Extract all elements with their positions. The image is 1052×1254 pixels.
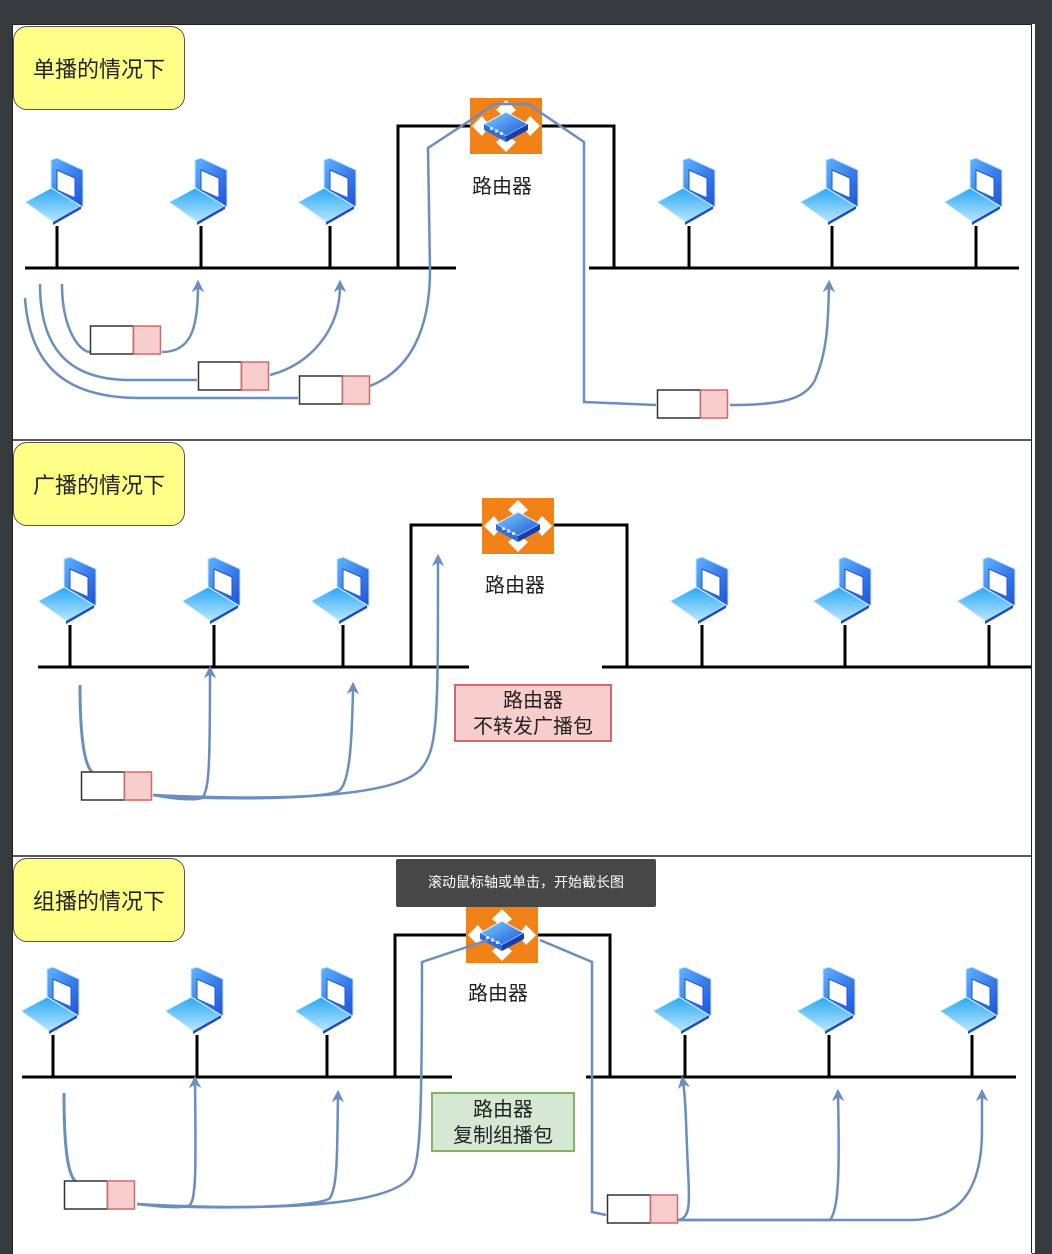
laptop-icon <box>310 556 370 625</box>
flow-line <box>678 1088 845 1222</box>
flow-line <box>38 283 197 382</box>
note-router-no-broadcast: 路由器 不转发广播包 <box>454 684 612 742</box>
packet-icon <box>63 1180 136 1210</box>
laptop-icon <box>294 966 354 1035</box>
flow-line <box>729 279 836 407</box>
laptop-icon <box>652 966 712 1035</box>
laptop-icon <box>168 157 228 226</box>
note-line-2: 不转发广播包 <box>473 714 593 738</box>
canvas-right-edge <box>1031 24 1035 1253</box>
flow-line <box>136 938 489 1209</box>
note-line-2: 复制组播包 <box>453 1123 553 1147</box>
flow-line <box>62 1092 78 1184</box>
section-title-multicast: 组播的情况下 <box>13 858 185 942</box>
laptop-icon <box>20 966 80 1035</box>
flow-line <box>23 297 298 400</box>
flow-line <box>152 681 360 800</box>
flow-line <box>677 1075 691 1222</box>
laptop-icon <box>24 157 84 226</box>
laptop-icon <box>939 966 999 1035</box>
flow-line <box>269 279 347 377</box>
laptop-icon <box>181 556 241 625</box>
router-icon <box>466 907 538 963</box>
note-line-1: 路由器 <box>473 1097 533 1121</box>
section-title-broadcast: 广播的情况下 <box>13 442 185 526</box>
flow-line <box>678 1088 989 1222</box>
laptop-icon <box>956 556 1016 625</box>
flow-line <box>152 665 217 801</box>
laptop-icon <box>656 157 716 226</box>
laptop-icon <box>812 556 872 625</box>
flow-line <box>78 684 94 774</box>
laptop-icon <box>799 157 859 226</box>
laptop-icon <box>796 966 856 1035</box>
flow-line <box>60 283 91 354</box>
note-router-copy-multicast: 路由器 复制组播包 <box>431 1092 575 1152</box>
router-label-multicast: 路由器 <box>468 981 528 1005</box>
router-icon <box>482 498 554 554</box>
packet-icon <box>197 361 270 391</box>
section-title-unicast: 单播的情况下 <box>13 26 185 110</box>
flow-line <box>161 279 205 354</box>
packet-icon <box>298 375 371 405</box>
router-label-broadcast: 路由器 <box>485 573 545 597</box>
packet-icon <box>606 1194 679 1224</box>
laptop-icon <box>943 157 1003 226</box>
note-line-1: 路由器 <box>503 688 563 712</box>
laptop-icon <box>37 556 97 625</box>
packet-icon <box>656 389 729 419</box>
long-screenshot-tooltip: 滚动鼠标轴或单击，开始截长图 <box>396 859 656 907</box>
packet-icon <box>89 325 162 355</box>
laptop-icon <box>164 966 224 1035</box>
flow-line <box>152 553 445 799</box>
laptop-icon <box>297 157 357 226</box>
flow-line <box>136 1075 202 1209</box>
router-label-unicast: 路由器 <box>472 174 532 198</box>
flow-line <box>136 1089 345 1209</box>
packet-icon <box>80 771 153 801</box>
flow-line <box>369 102 657 407</box>
flow-line <box>539 938 607 1217</box>
diagram-canvas <box>12 24 1032 1254</box>
laptop-icon <box>669 556 729 625</box>
